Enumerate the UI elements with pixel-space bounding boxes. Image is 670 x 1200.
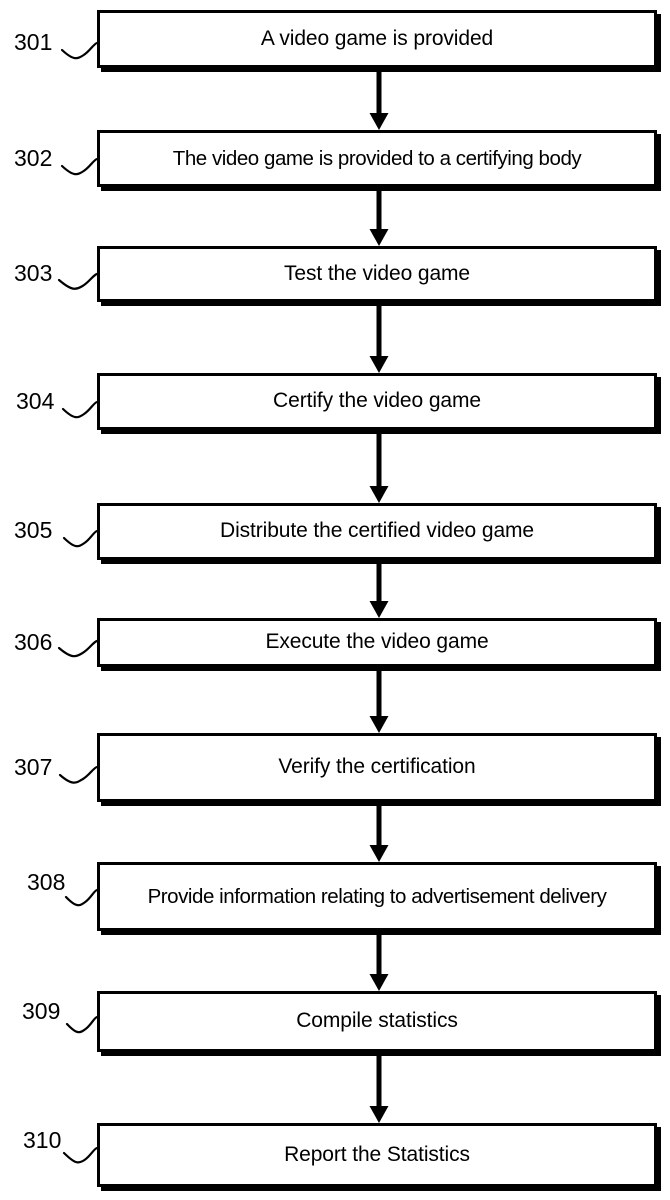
process-box-308: Provide information relating to advertis… bbox=[97, 862, 657, 931]
process-box-label: Test the video game bbox=[283, 261, 471, 285]
connector-arrow-302-to-303 bbox=[369, 187, 389, 246]
leader-line-302 bbox=[60, 157, 99, 176]
connector-arrow-306-to-307 bbox=[369, 667, 389, 733]
process-box-304: Certify the video game bbox=[97, 373, 657, 430]
connector-arrow-307-to-308 bbox=[369, 802, 389, 862]
leader-line-309 bbox=[65, 1015, 99, 1034]
reference-numeral-302: 302 bbox=[14, 145, 53, 171]
process-box-label: Distribute the certified video game bbox=[220, 519, 534, 543]
connector-arrow-308-to-309 bbox=[369, 931, 389, 991]
reference-numeral-309: 309 bbox=[22, 998, 61, 1024]
process-box-label: A video game is provided bbox=[260, 26, 494, 50]
leader-line-304 bbox=[61, 400, 99, 419]
arrow-head bbox=[369, 229, 389, 246]
reference-numeral-304: 304 bbox=[16, 388, 55, 414]
process-box-label: Provide information relating to advertis… bbox=[147, 884, 607, 908]
reference-numeral-307: 307 bbox=[14, 754, 53, 780]
process-box-307: Verify the certification bbox=[97, 733, 657, 802]
reference-numeral-301: 301 bbox=[14, 29, 53, 55]
process-box-310: Report the Statistics bbox=[97, 1123, 657, 1187]
process-box-label: The video game is provided to a certifyi… bbox=[172, 146, 582, 170]
process-box-label: Verify the certification bbox=[278, 755, 476, 779]
connector-arrow-304-to-305 bbox=[369, 430, 389, 503]
process-box-label: Certify the video game bbox=[273, 389, 481, 413]
reference-numeral-308: 308 bbox=[27, 869, 66, 895]
connector-arrow-303-to-304 bbox=[369, 302, 389, 373]
arrow-head bbox=[369, 486, 389, 503]
arrow-head bbox=[369, 1106, 389, 1123]
leader-line-306 bbox=[57, 639, 99, 658]
process-box-305: Distribute the certified video game bbox=[97, 503, 657, 560]
arrow-head bbox=[369, 113, 389, 130]
leader-line-303 bbox=[57, 272, 99, 290]
arrow-head bbox=[369, 974, 389, 991]
leader-line-307 bbox=[58, 765, 99, 784]
process-box-309: Compile statistics bbox=[97, 991, 657, 1052]
process-box-306: Execute the video game bbox=[97, 618, 657, 667]
process-box-302: The video game is provided to a certifyi… bbox=[97, 130, 657, 187]
connector-arrow-301-to-302 bbox=[369, 68, 389, 130]
leader-line-301 bbox=[60, 41, 99, 60]
process-box-label: Report the Statistics bbox=[284, 1142, 470, 1166]
leader-line-310 bbox=[62, 1146, 99, 1164]
reference-numeral-305: 305 bbox=[14, 517, 53, 543]
reference-numeral-306: 306 bbox=[14, 629, 53, 655]
reference-numeral-310: 310 bbox=[23, 1127, 62, 1153]
process-box-303: Test the video game bbox=[97, 246, 657, 302]
leader-line-305 bbox=[62, 529, 99, 548]
arrow-head bbox=[369, 845, 389, 862]
leader-line-308 bbox=[64, 888, 99, 907]
connector-arrow-305-to-306 bbox=[369, 560, 389, 618]
reference-numeral-303: 303 bbox=[14, 260, 53, 286]
arrow-head bbox=[369, 716, 389, 733]
arrow-head bbox=[369, 601, 389, 618]
process-box-label: Compile statistics bbox=[296, 1009, 458, 1033]
connector-arrow-309-to-310 bbox=[369, 1052, 389, 1123]
process-box-label: Execute the video game bbox=[265, 630, 489, 654]
arrow-head bbox=[369, 356, 389, 373]
process-box-301: A video game is provided bbox=[97, 10, 657, 68]
